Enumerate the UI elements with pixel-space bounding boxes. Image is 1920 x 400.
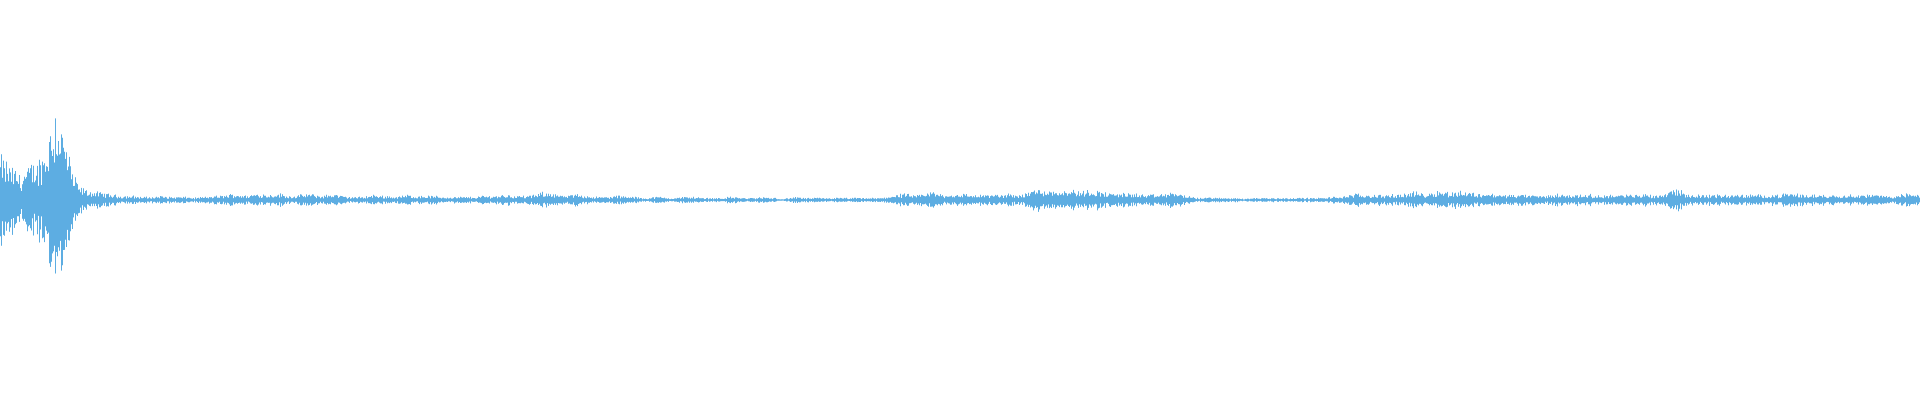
waveform-samples [0, 118, 1920, 274]
